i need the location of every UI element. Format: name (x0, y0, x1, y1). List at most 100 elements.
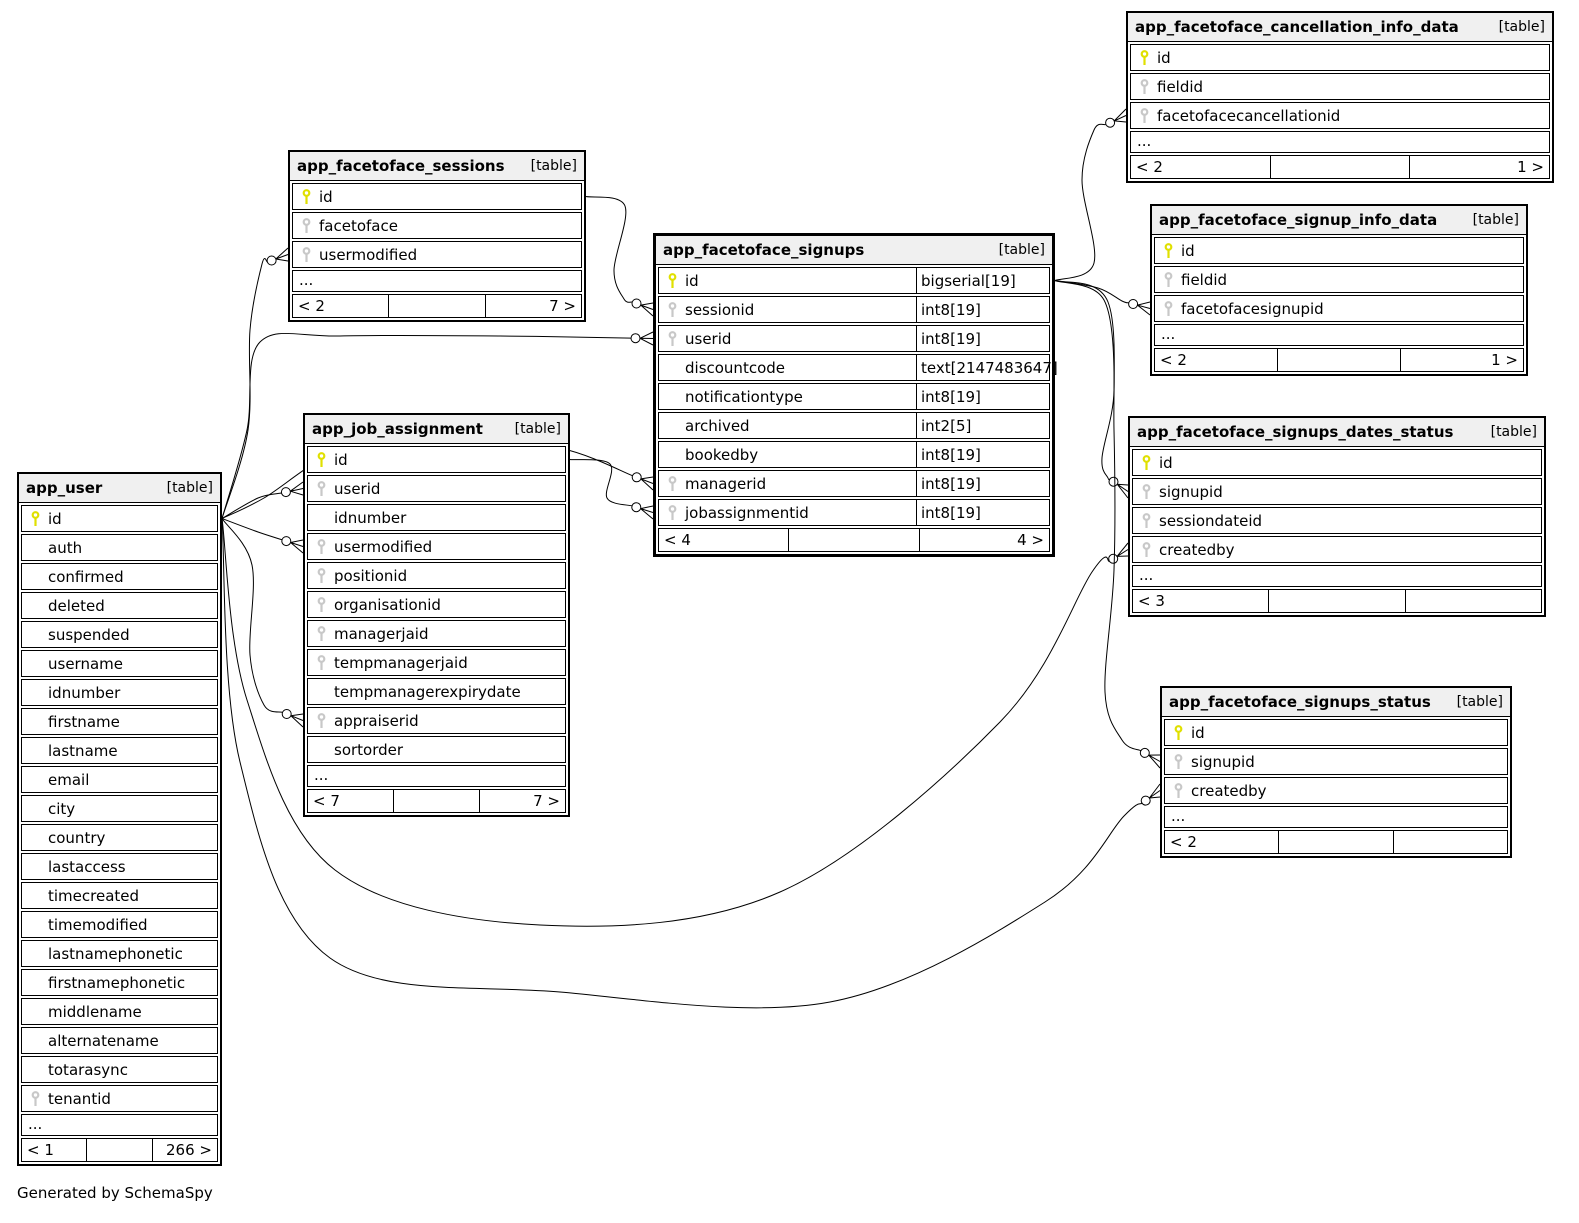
foreign-key-icon (1165, 782, 1191, 799)
column-name: id (334, 450, 348, 469)
column-row: alternatename (21, 1027, 218, 1054)
table-header: app_facetoface_sessions[table] (290, 152, 584, 181)
zero-or-many-circle-marker (1139, 747, 1150, 758)
column-name: sessiondateid (1159, 511, 1263, 530)
column-row: idnumber (21, 679, 218, 706)
crowfoot-marker (1113, 108, 1127, 123)
column-name: id (1159, 453, 1173, 472)
truncation-indicator: ... (307, 765, 566, 787)
column-row: facetoface (292, 212, 582, 239)
footer-parents-count: < 4 (664, 531, 691, 549)
truncation-indicator: ... (21, 1114, 218, 1136)
primary-key-icon (293, 188, 319, 205)
foreign-key-icon (1133, 483, 1159, 500)
table-badge: [table] (1456, 694, 1503, 710)
column-row: tempmanagerjaid (307, 649, 566, 676)
column-type: int8[19] (916, 500, 1049, 525)
column-row: id (1164, 719, 1508, 746)
foreign-key-icon (1133, 541, 1159, 558)
primary-key-icon (22, 510, 48, 527)
table-title: app_facetoface_signups (663, 241, 865, 259)
zero-or-many-circle-marker (631, 502, 642, 513)
foreign-key-icon (308, 712, 334, 729)
footer-children-count (1404, 590, 1541, 612)
zero-or-many-circle-marker (1140, 795, 1151, 806)
truncation-indicator: ... (1154, 324, 1524, 346)
relationship-app_job_assignment-to-app_facetoface_signups-jobassignmentid (569, 459, 633, 507)
column-row: positionid (307, 562, 566, 589)
column-name: facetofacecancellationid (1157, 106, 1341, 125)
foreign-key-icon (293, 217, 319, 234)
zero-or-many-circle-marker (281, 536, 292, 547)
column-name: tempmanagerexpirydate (334, 682, 521, 701)
relationship-app_facetoface_signups-to-app_facetoface_signups_status-signupid (1054, 280, 1142, 752)
relationship-app_facetoface_signups-to-app_facetoface_signup_info_data-facetofacesignupid (1054, 280, 1129, 304)
crowfoot-marker (1137, 301, 1151, 316)
zero-or-many-circle-marker (1108, 553, 1119, 564)
foreign-key-icon (1131, 107, 1157, 124)
column-name: signupid (1159, 482, 1223, 501)
column-name: usermodified (319, 245, 418, 264)
foreign-key-icon (659, 330, 685, 347)
column-row: organisationid (307, 591, 566, 618)
table-badge: [table] (530, 158, 577, 174)
column-name: notificationtype (685, 387, 803, 406)
table-badge: [table] (166, 480, 213, 496)
foreign-key-icon (659, 475, 685, 492)
table-badge: [table] (1498, 19, 1545, 35)
column-name: organisationid (334, 595, 441, 614)
column-name: managerjaid (334, 624, 429, 643)
column-type: int8[19] (916, 384, 1049, 409)
relationship-app_user-to-app_job_assignment-usermodified (221, 518, 283, 541)
table-header: app_facetoface_cancellation_info_data[ta… (1128, 13, 1552, 42)
column-row: lastaccess (21, 853, 218, 880)
column-name: archived (685, 416, 750, 435)
column-name: middlename (48, 1002, 142, 1021)
column-row: signupid (1164, 748, 1508, 775)
column-name: id (685, 271, 699, 290)
table-footer: < 2 (1164, 830, 1508, 854)
column-row: confirmed (21, 563, 218, 590)
column-name: auth (48, 538, 83, 557)
column-row: suspended (21, 621, 218, 648)
column-type: int8[19] (916, 326, 1049, 351)
column-name: fieldid (1157, 77, 1204, 96)
table-app_facetoface_cancellation_info_data[interactable]: app_facetoface_cancellation_info_data[ta… (1126, 11, 1554, 183)
table-badge: [table] (1490, 424, 1537, 440)
column-name: tempmanagerjaid (334, 653, 468, 672)
table-app_facetoface_signup_info_data[interactable]: app_facetoface_signup_info_data[table]id… (1150, 204, 1528, 376)
relationship-app_user-to-app_job_assignment-appraiserid (221, 518, 283, 713)
foreign-key-icon (22, 1090, 48, 1107)
primary-key-icon (659, 272, 685, 289)
column-type: int2[5] (916, 413, 1049, 438)
column-row: city (21, 795, 218, 822)
column-name: userid (685, 329, 732, 348)
table-title: app_job_assignment (312, 420, 483, 438)
table-badge: [table] (1472, 212, 1519, 228)
column-type: text[2147483647] (916, 355, 1058, 380)
foreign-key-icon (308, 538, 334, 555)
truncation-indicator: ... (1164, 806, 1508, 828)
table-app_facetoface_signups_dates_status[interactable]: app_facetoface_signups_dates_status[tabl… (1128, 416, 1546, 617)
footer-parents-count: < 2 (1170, 833, 1197, 851)
primary-key-icon (308, 451, 334, 468)
column-row: fieldid (1154, 266, 1524, 293)
crowfoot-marker (290, 539, 304, 554)
footer-middle-cell (388, 295, 484, 317)
column-name: username (48, 654, 123, 673)
column-row: fieldid (1130, 73, 1550, 100)
table-header: app_user[table] (19, 474, 220, 503)
footer-children-count: 266 > (151, 1139, 217, 1161)
column-row: sessiondateid (1132, 507, 1542, 534)
crowfoot-marker (640, 505, 654, 520)
